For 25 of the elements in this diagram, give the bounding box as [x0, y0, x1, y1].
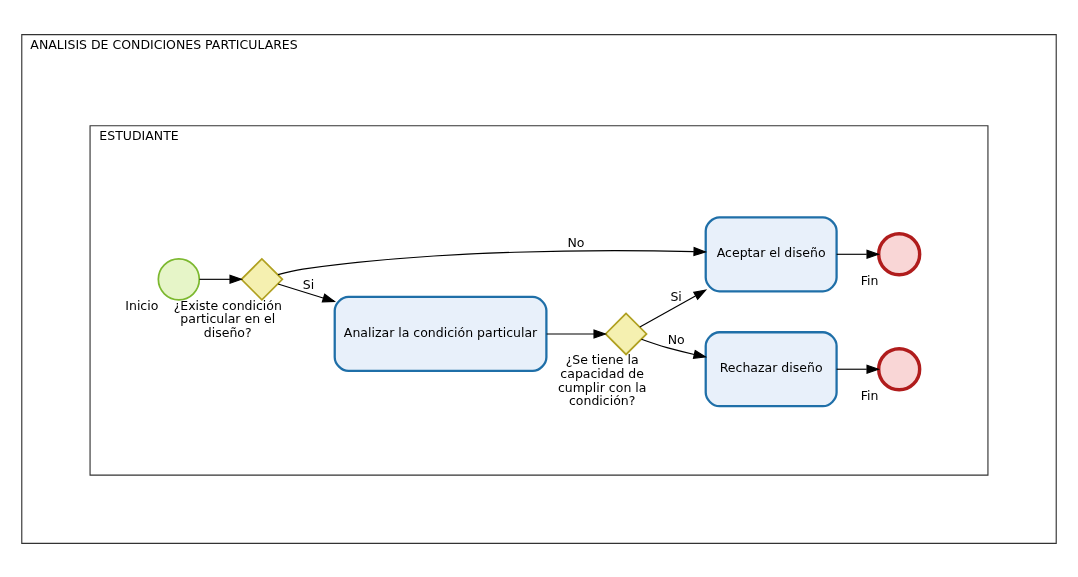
- arrow: [198, 274, 244, 284]
- arrow: [639, 288, 708, 327]
- node-box: Analizar la condición particular: [333, 295, 548, 372]
- node-box: Rechazar diseño: [704, 330, 838, 407]
- arrow: [640, 338, 708, 359]
- node-label: Inicio: [125, 297, 159, 313]
- node-circle: [877, 231, 922, 276]
- edge-label: No: [667, 331, 685, 347]
- node-label: Fin: [860, 272, 879, 288]
- node-circle: [877, 346, 922, 391]
- arrow: [546, 328, 608, 339]
- node-label: ¿Existe condición particular en el diseño?: [173, 297, 282, 340]
- node-label: ¿Se tiene la capacidad de cumplir con la condición?: [557, 351, 647, 408]
- arrow: [836, 363, 881, 374]
- arrow: [277, 282, 337, 302]
- node-circle: [157, 257, 201, 301]
- node-diamond: [604, 311, 648, 356]
- node-box: Aceptar el diseño: [704, 215, 838, 292]
- arrow: [277, 246, 708, 275]
- arrow: [836, 249, 881, 259]
- edge-label: Si: [670, 288, 682, 304]
- edge-label: Si: [302, 276, 315, 292]
- edge-label: No: [567, 234, 585, 250]
- node-diamond: [240, 257, 284, 301]
- node-label: Fin: [860, 387, 879, 403]
